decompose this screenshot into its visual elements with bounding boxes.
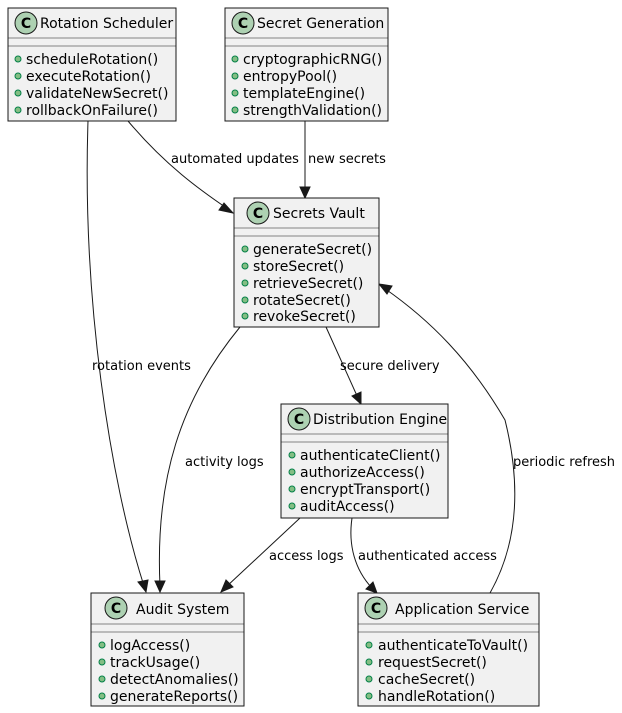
- svg-text:C: C: [371, 601, 381, 617]
- svg-text:C: C: [294, 412, 304, 428]
- method: entropyPool(): [243, 69, 337, 85]
- class-title: Audit System: [136, 602, 229, 618]
- method: handleRotation(): [378, 689, 495, 705]
- class-secret-generation: C Secret Generation cryptographicRNG() e…: [224, 7, 389, 122]
- class-distribution-engine: C Distribution Engine authenticateClient…: [280, 403, 449, 519]
- method: authenticateClient(): [300, 448, 441, 464]
- method: rollbackOnFailure(): [26, 103, 158, 119]
- method: requestSecret(): [378, 655, 487, 671]
- svg-text:C: C: [111, 601, 121, 617]
- edge-label-new-secrets: new secrets: [308, 152, 386, 167]
- class-title: Secret Generation: [257, 16, 384, 32]
- edge-label-authenticated-access: authenticated access: [358, 549, 497, 564]
- class-application-service: C Application Service authenticateToVaul…: [357, 592, 540, 707]
- edge-label-automated-updates: automated updates: [171, 152, 299, 167]
- edge-authenticated-access: authenticated access: [350, 517, 497, 594]
- edge-label-periodic-refresh: periodic refresh: [513, 455, 615, 470]
- class-secrets-vault: C Secrets Vault generateSecret() storeSe…: [233, 197, 380, 328]
- class-c-icon: [14, 11, 38, 35]
- edge-new-secrets: new secrets: [299, 121, 386, 200]
- class-title: Rotation Scheduler: [40, 16, 173, 32]
- method: strengthValidation(): [243, 103, 382, 119]
- method: generateReports(): [110, 689, 238, 705]
- method: revokeSecret(): [253, 309, 356, 325]
- method: trackUsage(): [110, 655, 200, 671]
- method: cacheSecret(): [378, 672, 475, 688]
- method: authorizeAccess(): [300, 465, 425, 481]
- class-title: Secrets Vault: [273, 206, 365, 222]
- method: auditAccess(): [300, 499, 395, 515]
- method: authenticateToVault(): [378, 638, 528, 654]
- class-c-icon: [231, 11, 255, 35]
- edge-label-secure-delivery: secure delivery: [340, 359, 440, 374]
- class-title: Application Service: [395, 602, 529, 618]
- class-rotation-scheduler: C Rotation Scheduler scheduleRotation() …: [7, 7, 177, 122]
- method: retrieveSecret(): [253, 276, 363, 292]
- method: rotateSecret(): [253, 293, 351, 309]
- class-c-icon: [287, 407, 311, 431]
- method: validateNewSecret(): [26, 86, 168, 102]
- edge-activity-logs: activity logs: [154, 326, 264, 594]
- class-c-icon: [104, 596, 128, 620]
- svg-text:C: C: [21, 16, 31, 32]
- method: detectAnomalies(): [110, 672, 239, 688]
- svg-text:C: C: [238, 16, 248, 32]
- edge-periodic-refresh: periodic refresh: [377, 283, 615, 594]
- method: scheduleRotation(): [26, 52, 158, 68]
- method: storeSecret(): [253, 259, 344, 275]
- method: generateSecret(): [253, 242, 372, 258]
- edge-rotation-events: rotation events: [86, 120, 191, 594]
- edge-label-rotation-events: rotation events: [92, 359, 191, 374]
- edge-secure-delivery: secure delivery: [325, 326, 440, 406]
- edge-label-access-logs: access logs: [269, 549, 344, 564]
- class-audit-system: C Audit System logAccess() trackUsage() …: [90, 592, 245, 707]
- svg-text:C: C: [253, 206, 263, 222]
- method: cryptographicRNG(): [243, 52, 382, 68]
- edge-access-logs: access logs: [220, 517, 344, 593]
- method: templateEngine(): [243, 86, 365, 102]
- edge-automated-updates: automated updates: [127, 120, 299, 214]
- class-c-icon: [364, 596, 388, 620]
- class-c-icon: [246, 201, 270, 225]
- edge-label-activity-logs: activity logs: [185, 455, 264, 470]
- class-title: Distribution Engine: [313, 412, 447, 428]
- method: executeRotation(): [26, 69, 151, 85]
- method: encryptTransport(): [300, 482, 430, 498]
- method: logAccess(): [110, 638, 190, 654]
